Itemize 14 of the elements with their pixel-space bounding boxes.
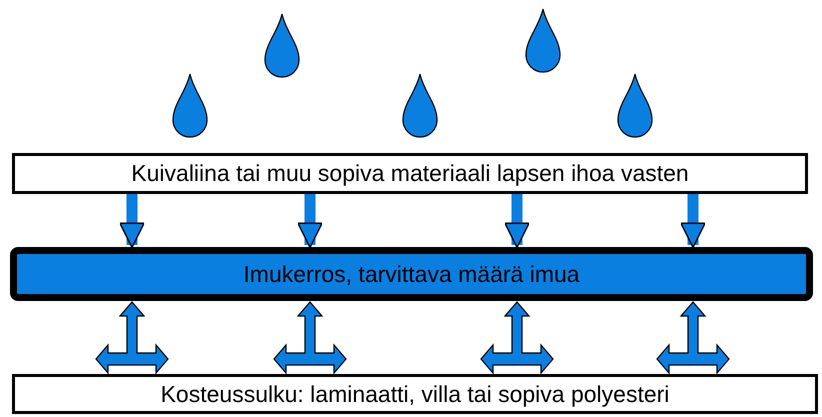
- arrow: [680, 194, 706, 248]
- layer-label: Imukerros, tarvittava määrä imua: [243, 260, 580, 288]
- arrow: [297, 194, 323, 248]
- layer-band: [10, 247, 813, 301]
- arrow: [273, 301, 347, 375]
- layer-label: Kosteussulku: laminaatti, villa tai sopiva polyesteri: [160, 380, 670, 408]
- arrow: [119, 194, 145, 248]
- arrow: [656, 301, 730, 375]
- layer-band: [12, 153, 808, 194]
- layer-label: Kuivaliina tai muu sopiva materiaali lapsen ihoa vasten: [131, 160, 689, 187]
- arrow: [95, 301, 169, 375]
- arrow: [504, 194, 530, 248]
- layer-band: [12, 374, 818, 414]
- arrow: [480, 301, 554, 375]
